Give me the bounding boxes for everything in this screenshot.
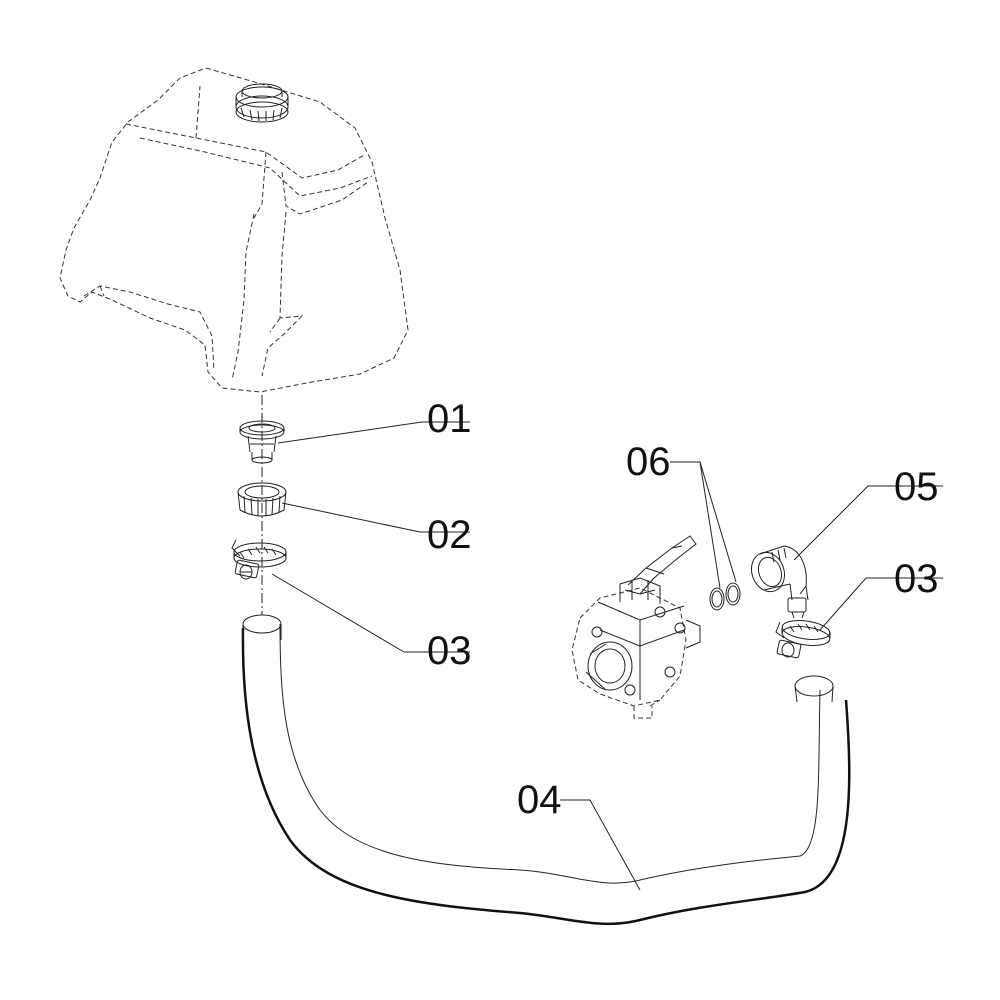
leader-lines: [271, 421, 943, 891]
callout-03-right: 03: [894, 557, 939, 601]
leader-03-right: [819, 577, 943, 631]
part-04-hose: [241, 614, 851, 926]
callout-06: 06: [626, 440, 671, 484]
leader-06: [670, 461, 721, 589]
part-01-outlet-fitting: [239, 420, 285, 464]
callout-03-left: 03: [427, 629, 472, 673]
callout-01: 01: [427, 397, 472, 441]
part-06-o-rings: [709, 582, 741, 611]
ball-valve: [571, 535, 701, 719]
leader-02: [281, 502, 470, 533]
part-02-threaded-nut: [237, 482, 287, 517]
leader-04: [560, 799, 641, 891]
part-03-hose-clamp-right: [775, 619, 831, 659]
leader-06b: [699, 461, 737, 583]
callout-02: 02: [427, 513, 472, 557]
part-03-hose-clamp-left: [231, 539, 287, 580]
leader-01: [277, 421, 470, 444]
leader-05: [793, 485, 943, 561]
tank: [59, 67, 409, 393]
part-05-elbow-fitting: [750, 545, 809, 619]
callout-labels: 01 02 03 04 05 03 06: [427, 397, 939, 822]
leader-03-left: [271, 573, 470, 653]
callout-04: 04: [517, 778, 562, 822]
callout-05: 05: [894, 465, 939, 509]
